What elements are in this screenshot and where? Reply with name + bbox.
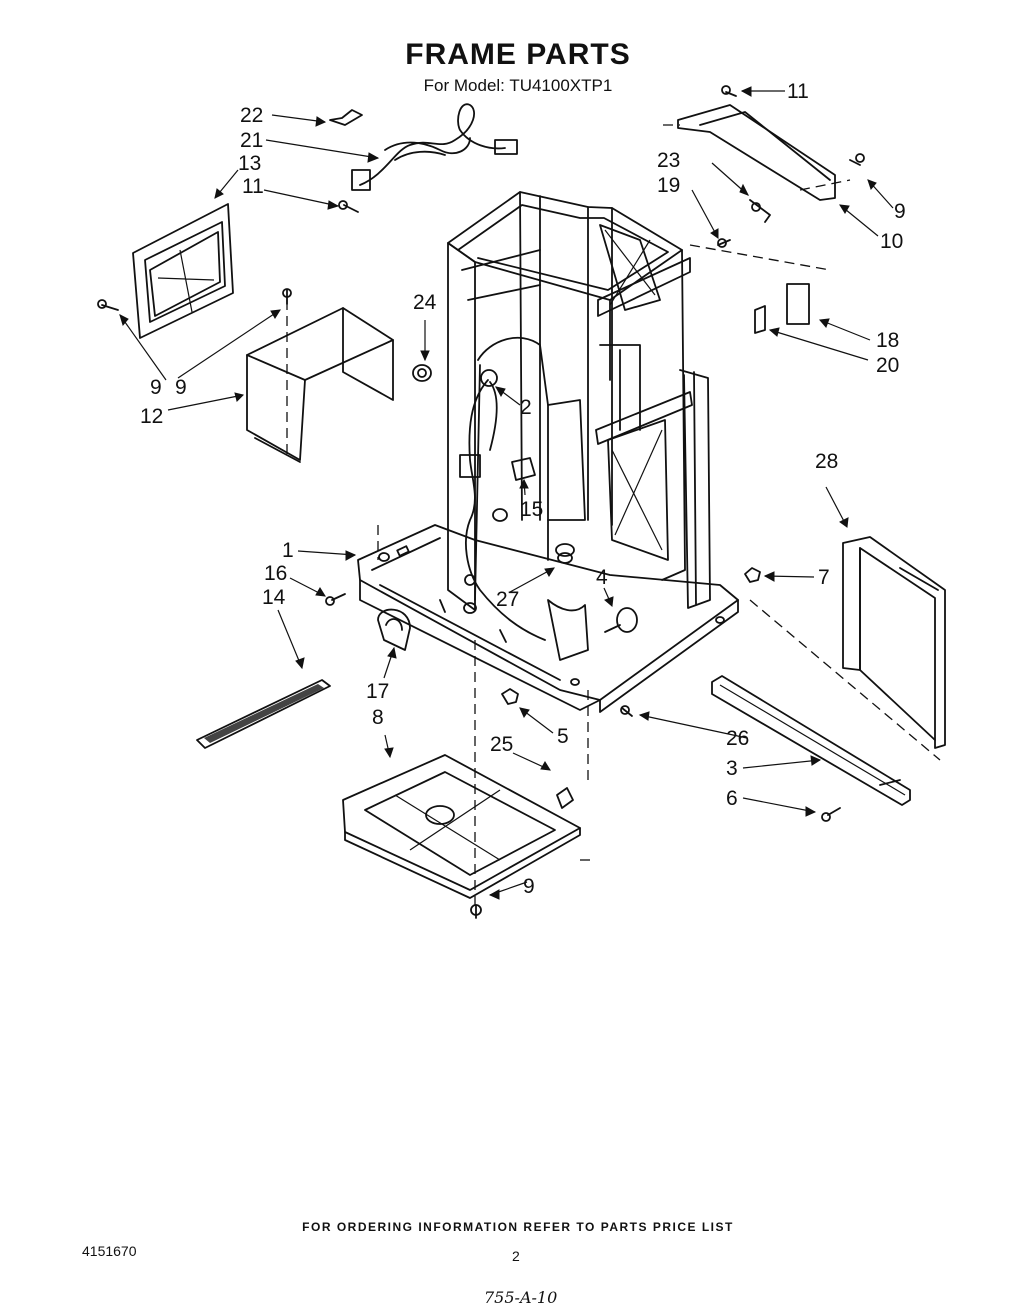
callout-9-c: 9 (894, 200, 906, 223)
callout-3: 3 (726, 757, 738, 780)
callout-2: 2 (520, 396, 532, 419)
callout-9-b: 9 (175, 376, 187, 399)
callout-11-a: 11 (242, 175, 264, 198)
callout-5: 5 (557, 725, 569, 748)
callout-11-b: 11 (787, 80, 809, 103)
callout-27: 27 (496, 588, 519, 611)
callout-8: 8 (372, 706, 384, 729)
part-3-rail (711, 675, 911, 806)
leader-lines (119, 90, 894, 896)
part-21-power-cord (351, 103, 518, 191)
callout-24: 24 (413, 291, 437, 314)
callout-9-d: 9 (523, 875, 535, 898)
ordering-note: FOR ORDERING INFORMATION REFER TO PARTS … (302, 1220, 734, 1234)
callout-9-a: 9 (150, 376, 162, 399)
callout-6: 6 (726, 787, 738, 810)
callout-18: 18 (876, 329, 899, 352)
callout-10: 10 (880, 230, 903, 253)
part-18-switch (754, 283, 810, 334)
handwritten-note: 755-A-10 (484, 1288, 558, 1307)
callout-13: 13 (238, 152, 261, 175)
callout-4: 4 (596, 566, 608, 589)
small-parts (97, 85, 865, 919)
part-10-bracket (677, 104, 836, 201)
callout-25: 25 (490, 733, 513, 756)
callout-17: 17 (366, 680, 389, 703)
part-8-bottom-tray (342, 754, 581, 899)
callout-26: 26 (726, 727, 749, 750)
callout-1: 1 (282, 539, 294, 562)
callout-20: 20 (876, 354, 899, 377)
callout-23: 23 (657, 149, 680, 172)
part-14-strip (196, 679, 331, 749)
callout-7: 7 (818, 566, 830, 589)
base-pan (357, 524, 739, 713)
callout-22: 22 (240, 104, 263, 127)
part-28-side-panel (842, 536, 946, 749)
callout-15: 15 (520, 498, 543, 521)
callout-19: 19 (657, 174, 680, 197)
main-frame-tower (447, 191, 711, 641)
model-subtitle: For Model: TU4100XTP1 (423, 76, 613, 95)
callout-28: 28 (815, 450, 838, 473)
callout-21: 21 (240, 129, 263, 152)
callout-14: 14 (262, 586, 286, 609)
page-number: 2 (512, 1248, 520, 1264)
callout-12: 12 (140, 405, 163, 428)
part-13-panel (132, 203, 234, 339)
page-title: FRAME PARTS (405, 38, 631, 71)
leader-arrowheads (119, 86, 877, 900)
part-12-cover (246, 307, 394, 463)
callout-labels: 1 2 3 4 5 6 7 8 9 9 9 9 10 11 11 12 13 1… (140, 80, 906, 898)
assembly-lines (286, 124, 941, 910)
document-number: 4151670 (82, 1243, 137, 1259)
callout-16: 16 (264, 562, 287, 585)
